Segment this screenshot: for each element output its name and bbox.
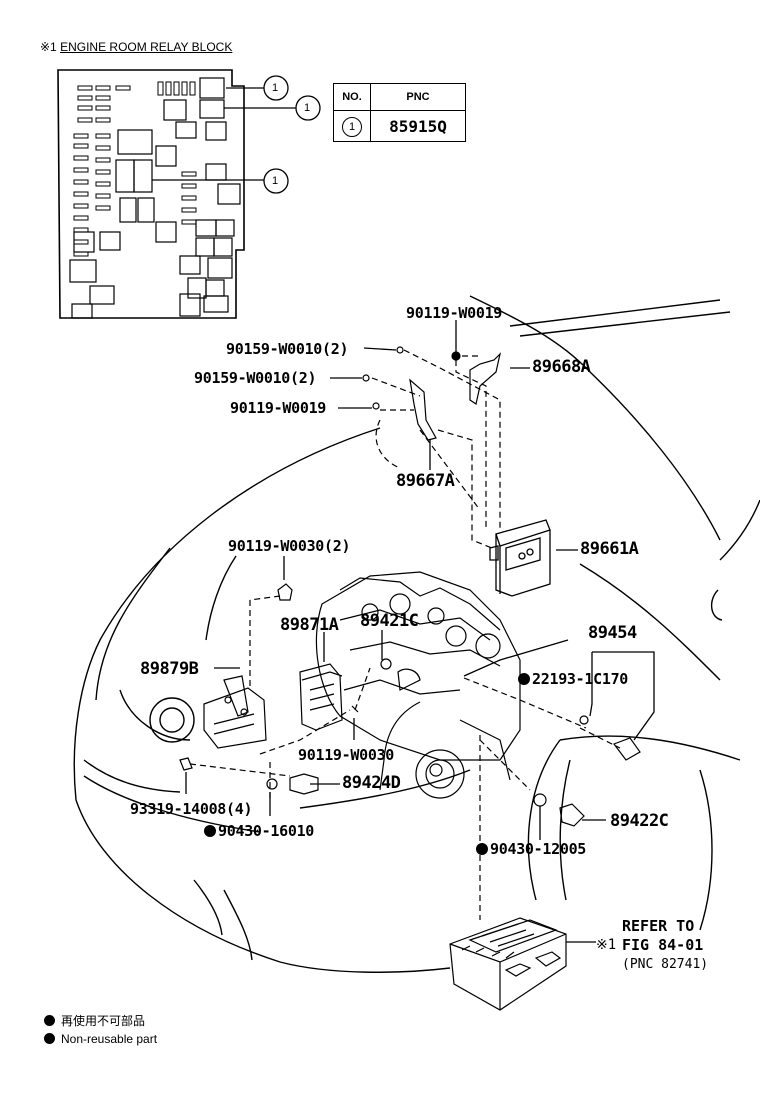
part-label-90119-w0030-2[interactable]: 90119-W0030(2) bbox=[228, 537, 351, 555]
part-label-89668a[interactable]: 89668A bbox=[532, 357, 591, 377]
non-reusable-dot bbox=[476, 843, 488, 855]
part-label-90119-w0019-top[interactable]: 90119-W0019 bbox=[406, 304, 503, 322]
pnc-table-row-no: 1 bbox=[333, 110, 371, 142]
part-label-90119-w0019-mid[interactable]: 90119-W0019 bbox=[230, 399, 327, 417]
callout-circle-1c bbox=[263, 168, 289, 194]
legend-jp: 再使用不可部品 bbox=[44, 1012, 145, 1029]
relay-block-title-text: ENGINE ROOM RELAY BLOCK bbox=[60, 40, 233, 54]
part-label-22193-1c170-text: 22193-1C170 bbox=[532, 670, 629, 688]
legend-en: Non-reusable part bbox=[44, 1032, 157, 1046]
refer-mark: ※1 bbox=[596, 937, 617, 953]
part-label-89879b[interactable]: 89879B bbox=[140, 659, 199, 679]
small-parts bbox=[179, 583, 641, 827]
legend-dot-en bbox=[44, 1033, 55, 1044]
part-label-89871a[interactable]: 89871A bbox=[280, 615, 339, 635]
pnc-table: NO. PNC 1 85915Q bbox=[333, 83, 466, 142]
part-label-89667a[interactable]: 89667A bbox=[396, 471, 455, 491]
legend-en-text: Non-reusable part bbox=[61, 1032, 158, 1046]
pnc-table-header-no: NO. bbox=[333, 83, 371, 111]
part-label-90430-16010-text: 90430-16010 bbox=[218, 822, 315, 840]
sensor-89871a-drawing bbox=[299, 663, 343, 731]
part-label-90430-16010[interactable]: 90430-16010 bbox=[204, 822, 314, 840]
legend-dot-jp bbox=[44, 1015, 55, 1026]
part-label-90430-12005[interactable]: 90430-12005 bbox=[476, 840, 586, 858]
bracket-drawing bbox=[362, 346, 502, 441]
relay-block-assembly-drawing bbox=[449, 917, 596, 1011]
part-label-90430-12005-text: 90430-12005 bbox=[490, 840, 587, 858]
ecu-89661a-drawing bbox=[489, 519, 551, 597]
pnc-table-header-row: NO. PNC bbox=[333, 83, 466, 111]
callout-number-1b: 1 bbox=[304, 102, 310, 114]
part-label-89661a[interactable]: 89661A bbox=[580, 539, 639, 559]
solid-leaders bbox=[185, 320, 655, 840]
legend-jp-text: 再使用不可部品 bbox=[61, 1014, 146, 1028]
part-label-93319-14008[interactable]: 93319-14008(4) bbox=[130, 800, 253, 818]
refer-line3: (PNC 82741) bbox=[622, 957, 709, 972]
callout-circle-1a bbox=[263, 75, 289, 101]
part-label-89422c[interactable]: 89422C bbox=[610, 811, 669, 831]
non-reusable-dot bbox=[518, 673, 530, 685]
part-label-89454[interactable]: 89454 bbox=[588, 623, 637, 643]
pnc-row-no-circle: 1 bbox=[342, 117, 362, 137]
callout-number-1c: 1 bbox=[272, 175, 278, 187]
pnc-table-row-pnc: 85915Q bbox=[370, 110, 466, 142]
reference-mark: ※1 bbox=[40, 40, 57, 54]
part-label-22193-1c170[interactable]: 22193-1C170 bbox=[518, 670, 628, 688]
relay-block-drawing bbox=[57, 69, 296, 319]
dashed-leaders bbox=[189, 349, 621, 920]
part-label-90119-w0030[interactable]: 90119-W0030 bbox=[298, 746, 395, 764]
refer-note[interactable]: REFER TO ※1 FIG 84-01 (PNC 82741) bbox=[596, 917, 709, 974]
part-label-90159-w0010-a[interactable]: 90159-W0010(2) bbox=[226, 340, 349, 358]
refer-line1: REFER TO bbox=[622, 917, 695, 935]
pnc-table-header-pnc: PNC bbox=[370, 83, 466, 111]
non-reusable-dot bbox=[204, 825, 216, 837]
pnc-table-row: 1 85915Q bbox=[333, 110, 466, 142]
bracket-89879b-drawing bbox=[203, 675, 267, 749]
vehicle-body-outline bbox=[73, 295, 760, 973]
refer-line2-row: ※1 FIG 84-01 bbox=[596, 936, 708, 955]
refer-line2: FIG 84-01 bbox=[622, 936, 704, 954]
part-label-90159-w0010-b[interactable]: 90159-W0010(2) bbox=[194, 369, 317, 387]
callout-circle-1b bbox=[295, 95, 321, 121]
relay-block-title: ※1 ENGINE ROOM RELAY BLOCK bbox=[40, 40, 232, 54]
part-label-89424d[interactable]: 89424D bbox=[342, 773, 401, 793]
part-label-89421c[interactable]: 89421C bbox=[360, 611, 419, 631]
engine-drawing bbox=[315, 571, 521, 799]
callout-number-1a: 1 bbox=[272, 82, 278, 94]
